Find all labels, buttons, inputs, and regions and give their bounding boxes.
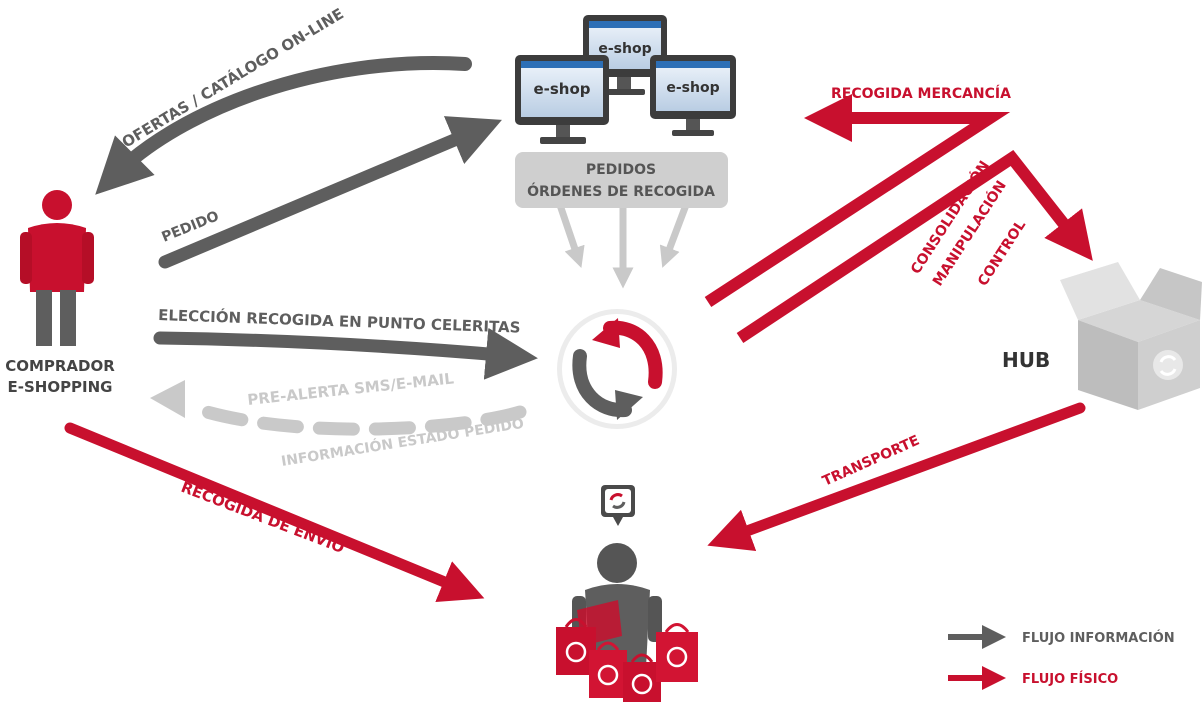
recogida-mercancia-arrow (704, 94, 1011, 308)
shopping-bags-icon (556, 618, 698, 702)
comprador-label-sub: E-SHOPPING (7, 378, 112, 396)
pedidos-title: PEDIDOS (586, 162, 656, 178)
pedidos-subtitle: ÓRDENES DE RECOGIDA (527, 182, 715, 200)
eshop-monitor-left: e-shop (515, 55, 609, 144)
eleccion-label: ELECCIÓN RECOGIDA EN PUNTO CELERITAS (158, 305, 521, 337)
eshop-label: e-shop (533, 80, 590, 98)
recogida-envio-label: RECOGIDA DE ENVÍO (179, 477, 348, 557)
transporte-arrow (707, 402, 1086, 552)
eshop-label: e-shop (598, 41, 651, 57)
eshop-monitor-right: e-shop (650, 55, 736, 136)
prealerta-arrow (193, 403, 527, 436)
comprador-label: COMPRADOR (5, 357, 115, 375)
pedidos-arrow-left (556, 201, 585, 268)
control-label: CONTROL (975, 217, 1029, 289)
recogida-mercancia-label: RECOGIDA MERCANCÍA (831, 85, 1011, 102)
celeritas-logo-icon (557, 309, 677, 429)
hub-label: HUB (1002, 348, 1050, 372)
eshop-label: e-shop (666, 80, 719, 96)
pedidos-arrow-right (659, 201, 690, 268)
hub-box-icon (1060, 262, 1202, 410)
prealerta-label: PRE-ALERTA SMS/E-MAIL (247, 369, 456, 409)
legend-info-label: FLUJO INFORMACIÓN (1022, 630, 1175, 646)
eleccion-arrow (153, 327, 538, 380)
consolidacion-arrow (736, 149, 1093, 344)
legend: FLUJO INFORMACIÓN FLUJO FÍSICO (948, 625, 1175, 690)
recogida-envio-arrow (64, 422, 485, 602)
ofertas-arrow (95, 56, 472, 195)
pedidos-box (515, 152, 728, 208)
prealerta-arrowhead (150, 380, 185, 418)
comprador-figure (20, 190, 94, 346)
pin-icon (601, 485, 635, 526)
pedido-arrow (158, 116, 502, 269)
legend-fisico-label: FLUJO FÍSICO (1022, 671, 1118, 687)
